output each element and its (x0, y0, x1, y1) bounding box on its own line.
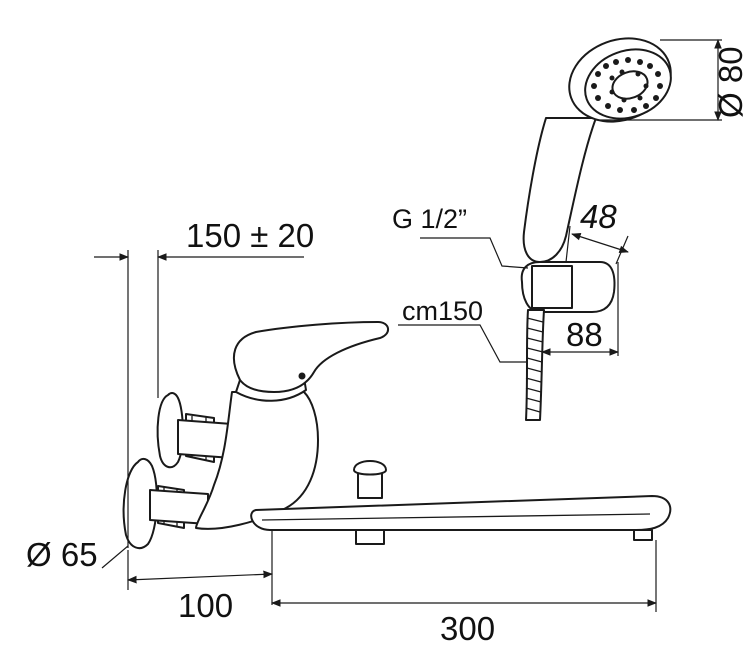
thread-label: G 1/2” (392, 204, 467, 234)
spout-tip (633, 529, 653, 541)
labels: 150 ± 20 G 1/2” cm150 Ø 65 100 300 Ø 80 … (26, 46, 749, 647)
shower-hose (525, 309, 545, 421)
bath-mixer (122, 321, 672, 550)
lower-outlet (355, 529, 385, 545)
lever-handle (232, 321, 389, 393)
hose-length-label: cm150 (402, 296, 483, 326)
holder-projection-label: 88 (566, 316, 603, 353)
hand-shower (520, 37, 672, 421)
rosette-diameter-label: Ø 65 (26, 536, 98, 573)
spray-holes (591, 57, 663, 113)
showerhead-diameter-label: Ø 80 (712, 46, 749, 118)
projection-label: 150 ± 20 (186, 217, 314, 254)
mixer-body (195, 391, 319, 530)
dimension-lines (94, 39, 722, 612)
hose-ribs (525, 317, 544, 413)
spout-length-label: 300 (440, 610, 495, 647)
spout (250, 495, 672, 531)
shower-handle (522, 117, 597, 263)
upper-rosette (156, 392, 184, 469)
lower-rosette (122, 457, 158, 550)
holder-depth-label: 48 (580, 198, 617, 235)
wall-to-spout-label: 100 (178, 587, 233, 624)
